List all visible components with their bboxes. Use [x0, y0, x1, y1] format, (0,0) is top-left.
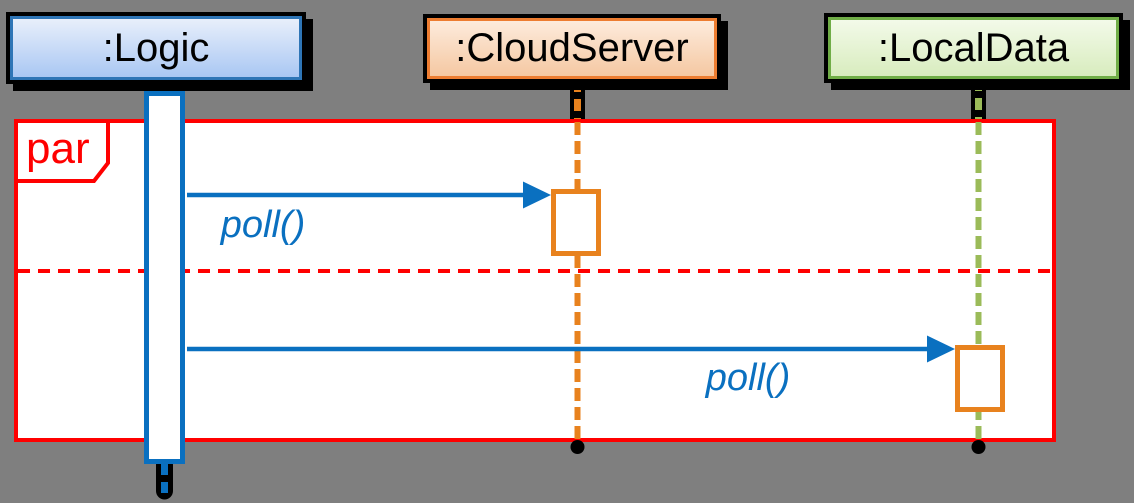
arrowhead-icon	[523, 181, 551, 209]
message-label-poll-1: poll()	[220, 204, 306, 246]
actor-header-logic: :Logic	[10, 16, 302, 80]
actor-label-localdata: :LocalData	[877, 25, 1070, 70]
actor-label-logic: :Logic	[102, 25, 210, 70]
fragment-operator-pentagon	[14, 119, 110, 183]
message-label-poll-2: poll()	[705, 357, 791, 399]
actor-header-cloudserver: :CloudServer	[427, 18, 717, 79]
logic-activation-bar	[144, 91, 185, 464]
message-arrow-poll-localdata	[187, 335, 955, 363]
actor-label-cloudserver: :CloudServer	[455, 26, 689, 70]
par-fragment-frame	[14, 119, 1056, 442]
localdata-lifeline-endcap-icon	[971, 440, 986, 454]
arrowhead-icon	[927, 335, 955, 363]
localdata-lifeline-top-stub	[971, 79, 986, 122]
cloudserver-lifeline-endcap-icon	[570, 440, 585, 454]
actor-header-localdata: :LocalData	[828, 17, 1119, 79]
fragment-operator-label: par	[26, 124, 90, 173]
cloudserver-lifeline-top-stub	[570, 80, 585, 122]
cloudserver-activation-bar	[551, 189, 601, 256]
message-arrow-poll-cloudserver	[187, 181, 551, 209]
localdata-activation-bar	[955, 345, 1005, 412]
